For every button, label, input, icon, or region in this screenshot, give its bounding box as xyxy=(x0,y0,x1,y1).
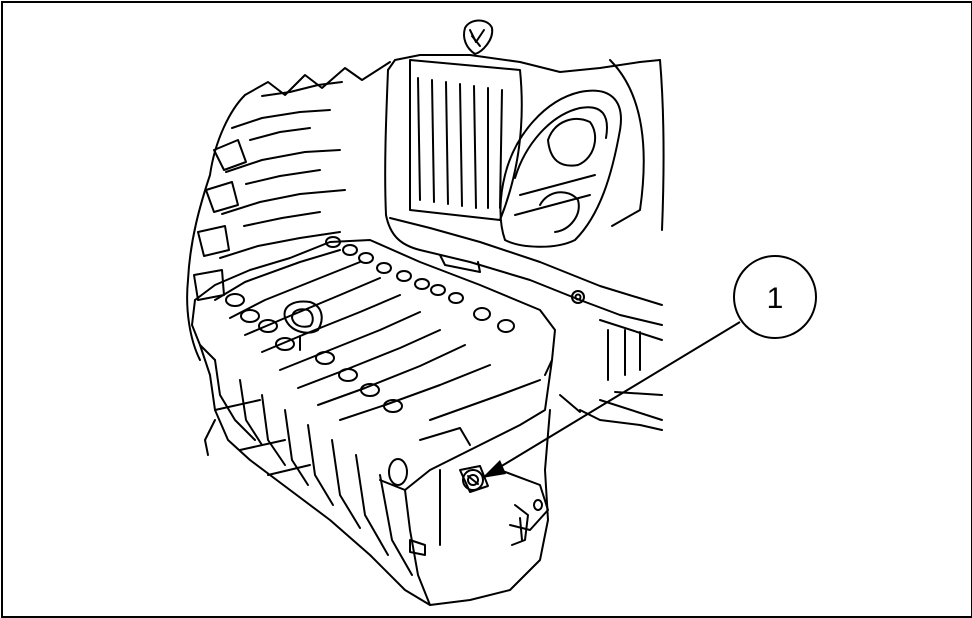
callout-leader-arrow xyxy=(482,321,741,478)
callout-bubble-1: 1 xyxy=(733,255,817,339)
tractor-hood-emblem-icon xyxy=(463,19,494,55)
front-weight-retaining-bolt xyxy=(462,469,484,491)
tractor-hood xyxy=(384,54,665,431)
tractor-tire xyxy=(186,61,391,361)
callout-number-1: 1 xyxy=(767,282,784,315)
front-weight-stack xyxy=(191,236,556,606)
